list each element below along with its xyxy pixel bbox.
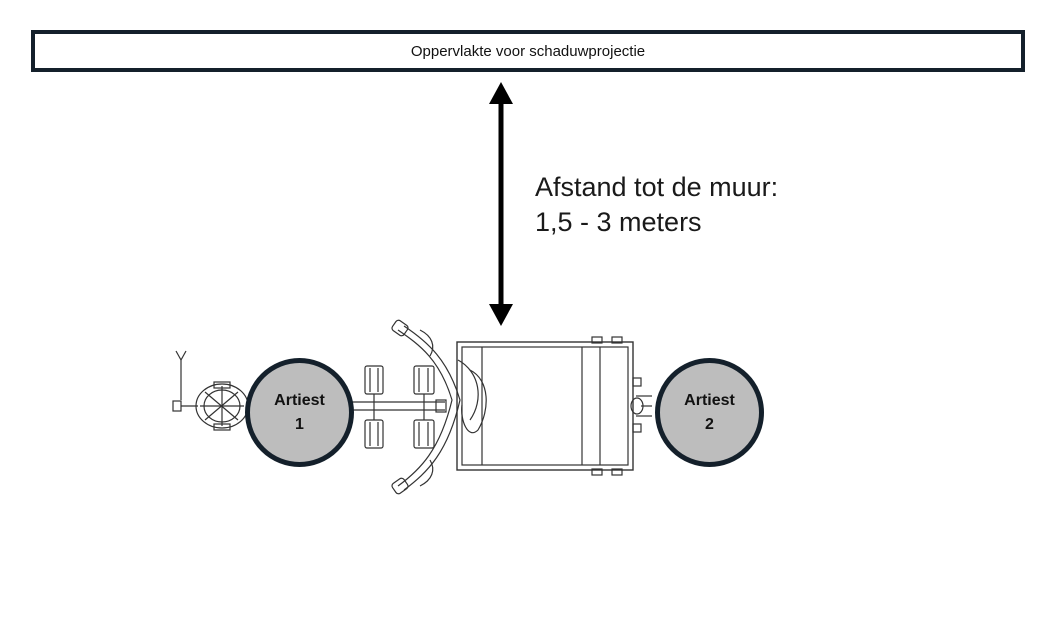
artist-2-number: 2 [705,415,714,433]
artist-1-circle: Artiest 1 [245,358,354,467]
projection-surface-label: Oppervlakte voor schaduwprojectie [410,42,646,60]
projection-surface: Oppervlakte voor schaduwprojectie [31,30,1025,72]
distance-line-2: 1,5 - 3 meters [535,207,702,237]
artist-1-number: 1 [295,415,304,433]
artist-2-label: Artiest [684,391,735,409]
cargo-bike-top-view-icon [172,319,652,495]
artist-2-circle: Artiest 2 [655,358,764,467]
double-arrow-icon [489,82,513,326]
artist-1-label: Artiest [274,391,325,409]
distance-label: Afstand tot de muur: 1,5 - 3 meters [535,170,778,240]
distance-line-1: Afstand tot de muur: [535,172,779,202]
